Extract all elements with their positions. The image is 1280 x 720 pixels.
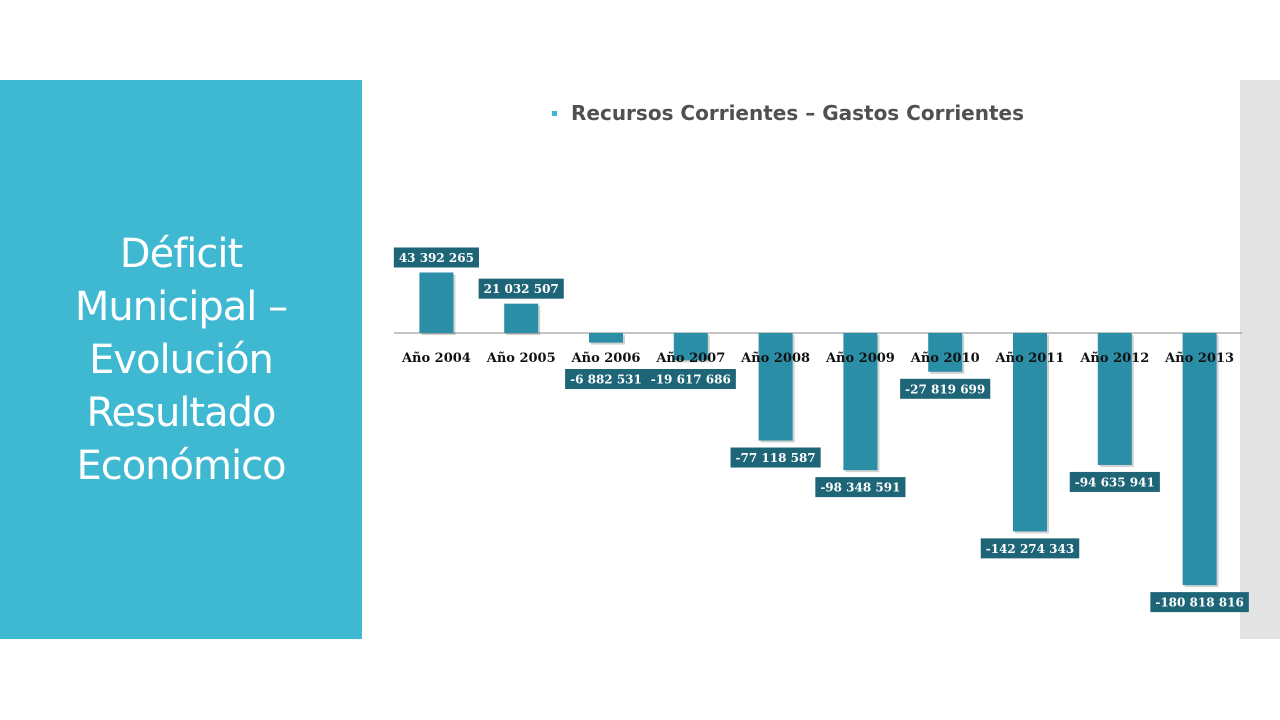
data-label-box [393,247,479,268]
data-label-box [1069,471,1160,492]
data-label: -19 617 686 [645,369,736,389]
data-label: -142 274 343 [980,538,1080,559]
bullet-item: Recursos Corrientes – Gastos Corrientes [552,99,1024,127]
data-label-text: -27 819 699 [905,382,985,396]
bar [504,303,539,333]
data-label-box [645,369,736,389]
x-tick-label: Año 2010 [910,351,980,366]
data-label-text: 21 032 507 [484,282,559,296]
data-label-box [565,369,647,389]
slide-title-line: Municipal – [74,284,288,330]
data-label-box [900,378,991,399]
data-label-box [815,477,906,498]
bar [589,333,623,343]
slide-title-line: Económico [76,443,286,489]
title-panel [0,80,362,639]
x-tick-label: Año 2008 [740,351,810,366]
data-label: -94 635 941 [1069,471,1160,492]
x-tick-label: Año 2006 [571,351,641,366]
slide-title: Déficit Municipal – Evolución Resultado … [0,228,362,493]
x-tick-label: Año 2009 [825,351,895,366]
slide-title-line: Resultado [86,390,277,436]
data-label-text: -6 882 531 [570,373,642,387]
slide-title-line: Evolución [89,337,274,383]
data-label: 21 032 507 [478,278,564,299]
x-tick-label: Año 2013 [1164,351,1234,366]
x-tick-label: Año 2007 [655,351,725,366]
data-label: -6 882 531 [565,369,647,389]
data-label-box [1150,592,1249,613]
bar [843,333,878,471]
bar [1013,333,1047,532]
data-label-text: -142 274 343 [986,542,1074,556]
data-label-box [478,278,564,299]
bar [1182,333,1217,586]
data-label: -27 819 699 [900,378,991,399]
slide-title-line: Déficit [119,231,243,277]
bar [419,272,454,333]
x-tick-label: Año 2004 [401,351,471,366]
bar [758,333,793,441]
x-tick-label: Año 2005 [486,351,556,366]
data-label-text: -77 118 587 [736,451,816,465]
bullet-text: Recursos Corrientes – Gastos Corrientes [571,101,1025,125]
bullet-icon [552,110,557,116]
data-label-text: -94 635 941 [1075,475,1155,489]
bar [673,333,708,361]
data-label: -77 118 587 [730,447,821,468]
data-label: -98 348 591 [815,477,906,498]
data-label: -180 818 816 [1150,592,1249,613]
data-label-text: -19 617 686 [651,373,731,387]
side-panel [1240,80,1280,639]
data-label-text: -180 818 816 [1155,596,1243,610]
data-label-box [980,538,1080,559]
x-tick-label: Año 2012 [1079,351,1149,366]
data-label-box [730,447,821,468]
data-label-text: -98 348 591 [820,481,900,495]
x-tick-label: Año 2011 [995,351,1065,366]
bar [928,333,963,372]
bar [1097,333,1132,465]
data-label-text: 43 392 265 [399,251,474,265]
data-label: 43 392 265 [393,247,479,268]
